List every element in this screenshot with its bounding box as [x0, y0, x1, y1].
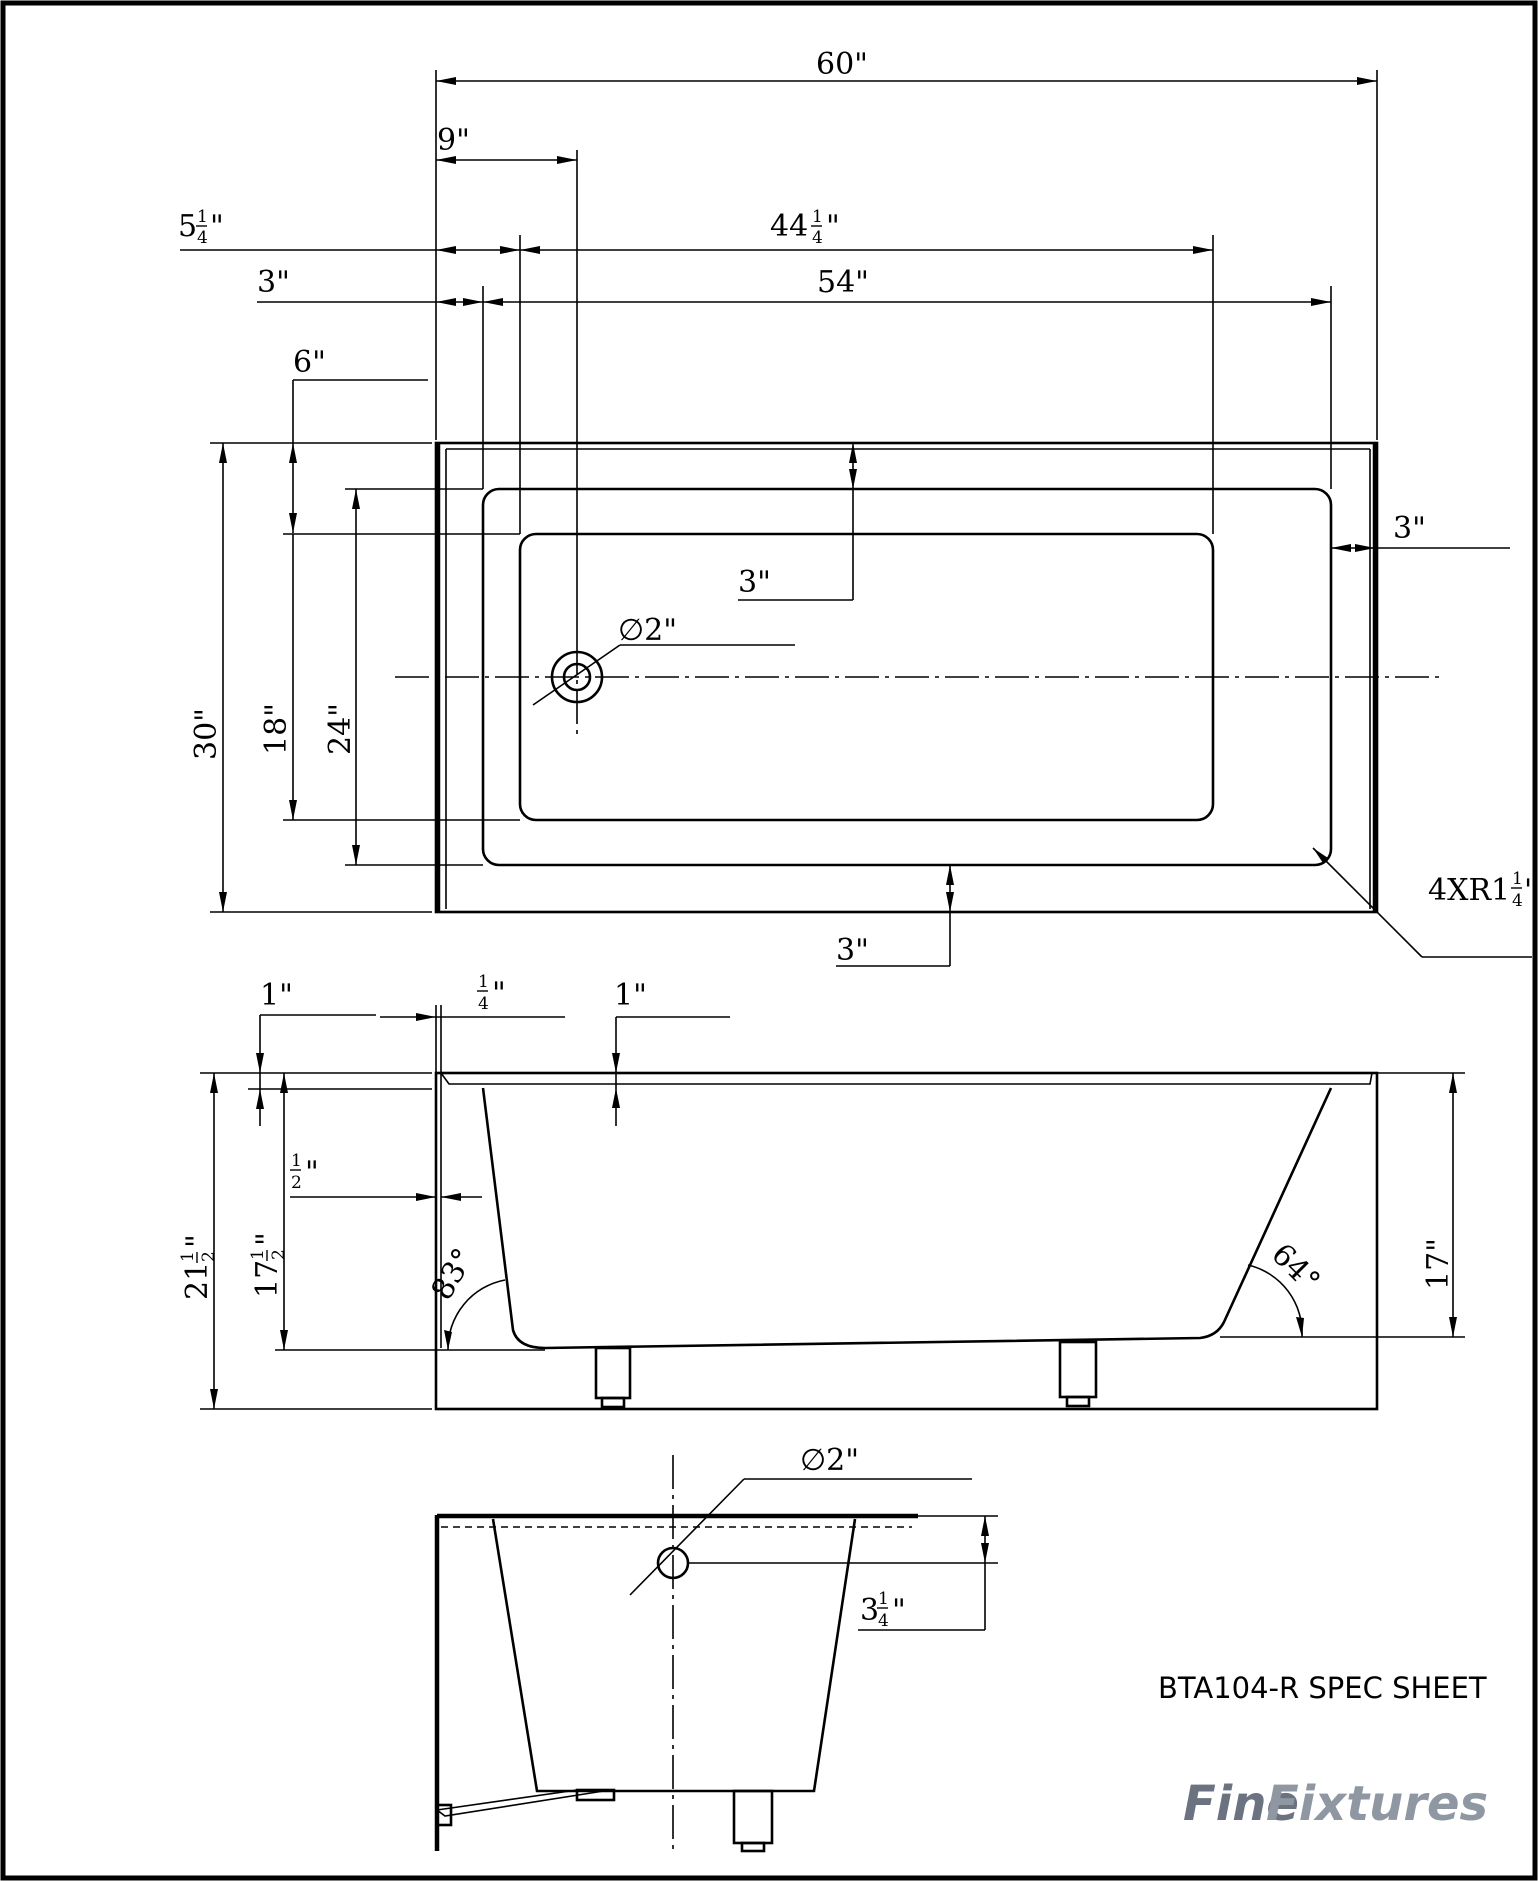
svg-text:2: 2	[291, 1173, 302, 1193]
svg-text:": "	[892, 1593, 906, 1628]
angle-left: 83°	[425, 1242, 482, 1306]
svg-text:": "	[826, 209, 840, 244]
dim-left-offset-2: 3"	[257, 265, 290, 300]
dim-overall-height: 21 1 2 "	[178, 1234, 219, 1300]
side-rim	[440, 1072, 1373, 1085]
dim-rim-thickness: 1"	[260, 978, 293, 1013]
finefixtures-logo: Fine Fixtures	[1183, 1776, 1488, 1832]
svg-text:": "	[305, 1155, 319, 1190]
dim-inner-length: 44 1 4 "	[770, 207, 840, 248]
dim-inset: 1 2 "	[290, 1151, 319, 1193]
svg-text:21: 21	[180, 1262, 215, 1300]
svg-text:4: 4	[197, 228, 208, 248]
svg-text:5: 5	[178, 209, 197, 244]
drain-outer	[550, 650, 604, 704]
svg-text:1: 1	[248, 1249, 268, 1260]
svg-text:4: 4	[478, 994, 489, 1014]
svg-text:Fixtures: Fixtures	[1266, 1776, 1488, 1832]
top-drain-diameter-label: ∅2"	[618, 613, 677, 648]
dim-basin-width: 24"	[323, 703, 358, 755]
dim-top-rim: 3"	[738, 565, 771, 600]
dim-basin-length: 54"	[817, 265, 869, 300]
dim-inner-width: 18"	[259, 703, 294, 755]
svg-text:17: 17	[250, 1260, 285, 1298]
dim-drain-height: 3 1 4 "	[860, 1589, 906, 1631]
dim-right-rim: 3"	[1393, 511, 1426, 546]
top-view: ∅2" 60" 9" 5 1 4 " 44	[178, 47, 1538, 968]
svg-text:": "	[492, 976, 506, 1011]
dim-rim-depth: 1"	[614, 978, 647, 1013]
dim-right-height: 17"	[1421, 1238, 1456, 1290]
svg-text:4: 4	[812, 228, 823, 248]
dim-drain-offset: 9"	[437, 123, 470, 158]
foot-right	[1058, 1340, 1098, 1399]
side-view: 21 1 2 " 17 1 2 " 17" 1"	[178, 972, 1465, 1411]
svg-text:1: 1	[1512, 869, 1523, 889]
svg-text:3: 3	[860, 1593, 879, 1628]
end-foot	[732, 1789, 774, 1845]
svg-text:": "	[210, 209, 224, 244]
dim-overall-length: 60"	[816, 47, 868, 82]
dim-overall-width: 30"	[189, 708, 224, 760]
svg-text:1: 1	[878, 1589, 889, 1609]
drain-inner	[562, 662, 592, 692]
dim-wall-offset: 1 4 "	[477, 972, 506, 1014]
apron-outline	[434, 1071, 1379, 1411]
basin-outline	[481, 487, 1333, 867]
svg-text:4XR1: 4XR1	[1428, 873, 1510, 908]
svg-text:1: 1	[478, 972, 489, 992]
svg-text:": "	[180, 1234, 215, 1248]
foot-left	[594, 1346, 632, 1400]
dim-inner-depth: 17 1 2 "	[248, 1232, 289, 1298]
svg-text:44: 44	[770, 209, 808, 244]
dim-top-offset: 6"	[293, 345, 326, 380]
svg-text:1: 1	[197, 207, 208, 227]
side-tub-body	[481, 1087, 1333, 1350]
svg-text:2: 2	[269, 1249, 289, 1260]
svg-text:": "	[1524, 873, 1538, 908]
end-drain-diameter-label: ∅2"	[800, 1443, 859, 1478]
svg-text:2: 2	[199, 1251, 219, 1262]
svg-text:1: 1	[291, 1151, 302, 1171]
angle-right: 64°	[1264, 1237, 1326, 1299]
svg-text:4: 4	[1512, 891, 1523, 911]
svg-text:": "	[250, 1232, 285, 1246]
end-view: ∅2" 3 1 4 "	[434, 1443, 998, 1853]
dim-corner-radius: 4XR1 1 4 "	[1428, 869, 1538, 911]
svg-text:1: 1	[812, 207, 823, 227]
dim-left-offset-1: 5 1 4 "	[178, 207, 224, 248]
svg-text:4: 4	[878, 1611, 889, 1631]
spec-sheet-title: BTA104-R SPEC SHEET	[1158, 1671, 1487, 1705]
svg-text:1: 1	[178, 1251, 198, 1262]
end-tub-body	[491, 1518, 857, 1793]
svg-text:Fine: Fine	[1183, 1776, 1299, 1832]
dim-bottom-rim: 3"	[836, 933, 869, 968]
